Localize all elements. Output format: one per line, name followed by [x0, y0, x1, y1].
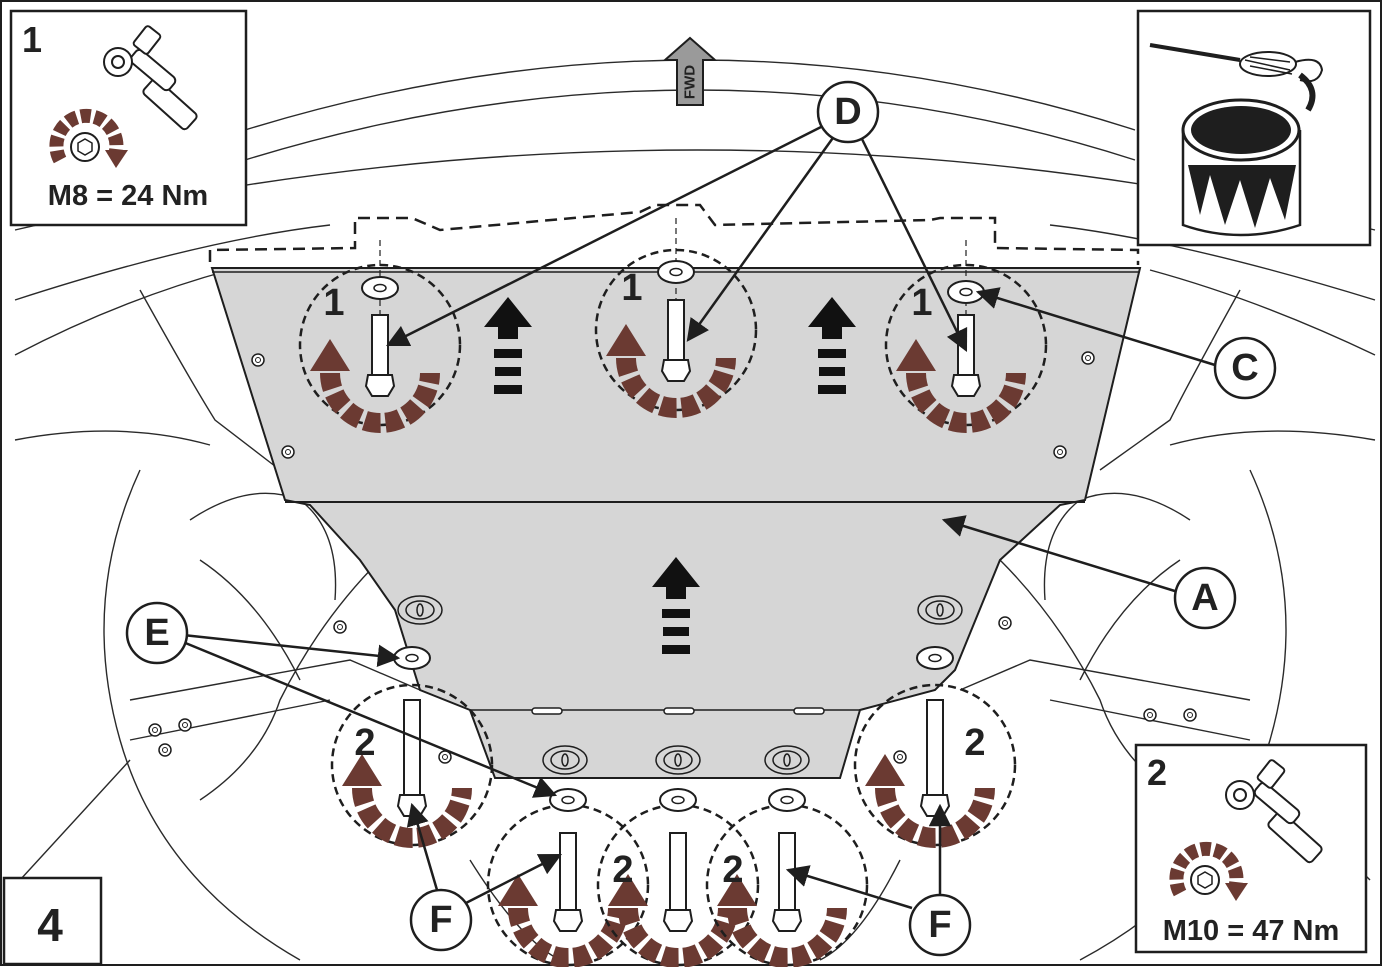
svg-text:C: C [1231, 347, 1258, 389]
svg-text:A: A [1191, 577, 1218, 619]
callout-A: A [1173, 566, 1237, 630]
paint-can-brush-icon [1149, 43, 1324, 237]
grease-box [1136, 9, 1372, 247]
torque-box-index: 2 [1147, 752, 1167, 793]
torque-step-mark: 1 [323, 282, 344, 324]
step-number-box: 4 [2, 876, 103, 966]
torque-spec-text: M8 = 24 Nm [48, 180, 208, 212]
old-cover-outline [208, 203, 1140, 265]
torque-step-mark: 1 [621, 267, 642, 309]
torque-step-mark: 1 [911, 282, 932, 324]
callout-C: C [1213, 336, 1277, 400]
callout-E: E [125, 601, 189, 665]
torque-step-mark: 2 [612, 849, 633, 891]
svg-text:F: F [928, 904, 951, 946]
fwd-label: FWD [682, 65, 699, 99]
torque-spec-box-1: 1 M8 = 24 Nm [9, 9, 248, 227]
skid-plate [210, 267, 1142, 779]
callout-F-left: F [409, 888, 473, 952]
ratchet-wrench-icon [1225, 759, 1323, 864]
torque-step-mark: 2 [354, 722, 375, 764]
plate-rear-slots [531, 707, 825, 715]
forward-direction-arrow: FWD [662, 36, 718, 106]
torque-spec-text: M10 = 47 Nm [1163, 915, 1340, 947]
front-bolt-group: 1 1 1 [298, 218, 1048, 425]
svg-text:D: D [834, 91, 861, 133]
callout-leader-lines [182, 123, 1216, 910]
svg-text:E: E [144, 612, 169, 654]
callout-D: D [816, 80, 880, 144]
torque-step-mark: 2 [964, 722, 985, 764]
step-number: 4 [37, 899, 63, 951]
clockwise-rotation-icon [1169, 841, 1248, 901]
torque-spec-box-2: 2 M10 = 47 Nm [1134, 743, 1368, 954]
ratchet-wrench-icon [103, 25, 198, 131]
callout-F-right: F [908, 893, 972, 957]
torque-box-index: 1 [22, 19, 42, 60]
torque-step-mark: 2 [722, 849, 743, 891]
clockwise-rotation-icon [49, 108, 128, 168]
svg-text:F: F [429, 899, 452, 941]
